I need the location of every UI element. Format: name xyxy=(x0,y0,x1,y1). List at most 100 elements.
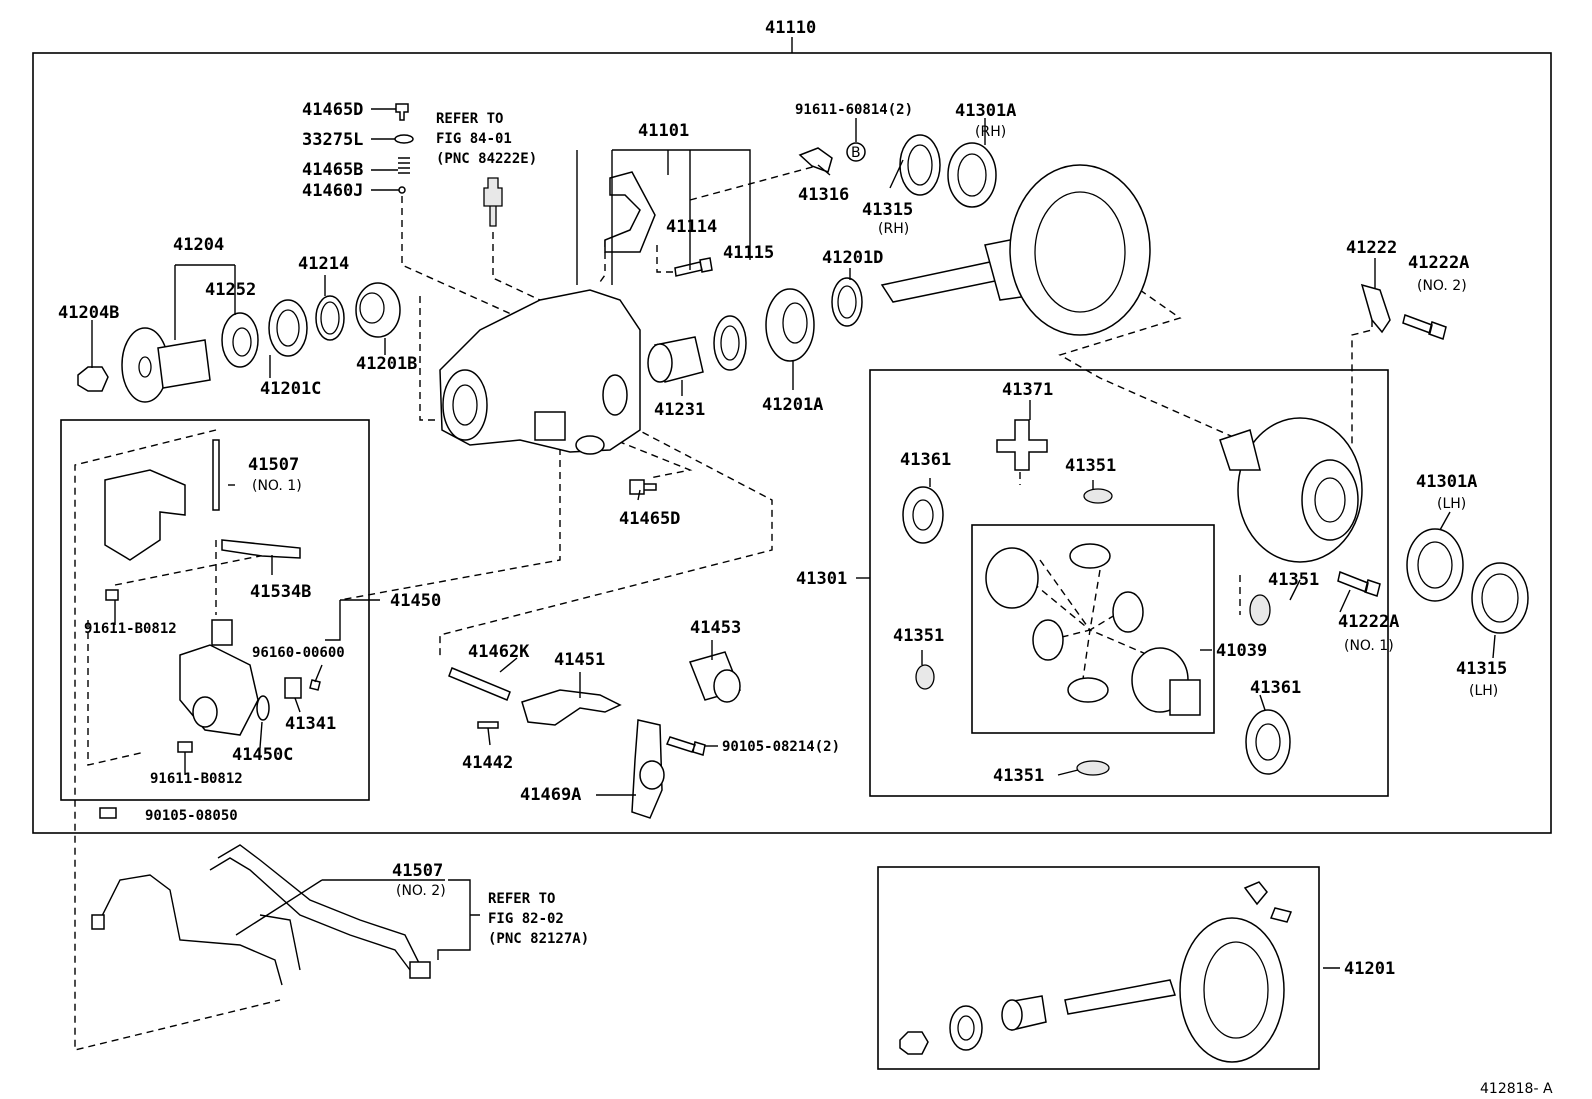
ball-icon xyxy=(398,186,406,194)
label-41371: 41371 xyxy=(1002,380,1053,400)
label-96160-00600: 96160-00600 xyxy=(252,645,345,661)
label-41301A-rh: 41301A xyxy=(955,101,1016,121)
refer-fig84-line2: FIG 84-01 xyxy=(436,131,512,147)
diagram-id: 412818- A xyxy=(1480,1081,1553,1097)
parts-art xyxy=(77,103,1529,1063)
label-41361-b: 41361 xyxy=(1250,678,1301,698)
refer-fig82-line3: (PNC 82127A) xyxy=(488,931,589,947)
label-41101: 41101 xyxy=(638,121,689,141)
bolt-90105-08050-icon xyxy=(99,807,117,819)
label-no2-b: (NO. 2) xyxy=(396,883,446,899)
label-90105-08050: 90105-08050 xyxy=(145,808,238,824)
bracket-icon xyxy=(798,147,833,173)
label-41110: 41110 xyxy=(765,18,816,38)
label-41507-no1: 41507 xyxy=(248,455,299,475)
washer-icon xyxy=(394,134,414,144)
drive-pinion-icon xyxy=(880,261,1002,303)
label-41361-a: 41361 xyxy=(900,450,951,470)
label-41453: 41453 xyxy=(690,618,741,638)
lock-plate-icon xyxy=(1360,283,1391,334)
cross-shaft-icon xyxy=(996,419,1048,471)
label-91611-B0812-b: 91611-B0812 xyxy=(150,771,243,787)
label-41469A: 41469A xyxy=(520,785,581,805)
label-41301: 41301 xyxy=(796,569,847,589)
pinion-gear-icon xyxy=(1069,543,1111,569)
label-41039: 41039 xyxy=(1216,641,1267,661)
bolt-lower-icon xyxy=(177,741,193,753)
label-41315-lh: 41315 xyxy=(1456,659,1507,679)
leader-lines xyxy=(91,108,1496,969)
label-91611-B0812-a: 91611-B0812 xyxy=(84,621,177,637)
label-41114: 41114 xyxy=(666,217,717,237)
label-41450C: 41450C xyxy=(232,745,293,765)
ring-gear-set-pinion-icon xyxy=(1064,979,1176,1015)
label-41204: 41204 xyxy=(173,235,224,255)
spring-icon xyxy=(398,157,410,174)
label-41465D-bottom: 41465D xyxy=(619,509,680,529)
part-number-labels: 41110 41465D 33275L 41465B 41460J REFER … xyxy=(58,18,1553,1097)
sleeve-41341-icon xyxy=(284,677,302,699)
actuator-frame xyxy=(60,419,370,801)
label-41115: 41115 xyxy=(723,243,774,263)
actuator-motor-icon xyxy=(179,644,259,736)
label-41222: 41222 xyxy=(1346,238,1397,258)
label-lh-1: (LH) xyxy=(1437,496,1466,512)
bearing-cap-icon xyxy=(604,171,656,253)
bolt-icon xyxy=(674,257,713,277)
label-no1-b: (NO. 1) xyxy=(1344,638,1394,654)
label-rh-1: (RH) xyxy=(975,124,1006,140)
label-41315-rh: 41315 xyxy=(862,200,913,220)
label-41460J: 41460J xyxy=(302,181,363,201)
carrier-housing-icon xyxy=(439,289,641,453)
label-41201B: 41201B xyxy=(356,354,417,374)
label-41201D: 41201D xyxy=(822,248,883,268)
thrust-washer-c-icon xyxy=(915,664,935,690)
thrust-washer-b-icon xyxy=(1249,594,1271,626)
label-41462K: 41462K xyxy=(468,642,530,662)
label-41465D-top: 41465D xyxy=(302,100,363,120)
label-41341: 41341 xyxy=(285,714,336,734)
label-rh-2: (RH) xyxy=(878,221,909,237)
sensor-switch-icon xyxy=(483,177,503,227)
pinion-gear-frame xyxy=(971,524,1215,734)
key-41442-icon xyxy=(477,721,499,729)
label-no2-a: (NO. 2) xyxy=(1417,278,1467,294)
label-41351-c: 41351 xyxy=(893,626,944,646)
o-ring-icon xyxy=(256,695,270,721)
lock-bolt-no2-icon xyxy=(1402,314,1447,340)
label-90105-08214: 90105-08214(2) xyxy=(722,739,840,755)
label-91611-60814: 91611-60814(2) xyxy=(795,102,913,118)
label-41442: 41442 xyxy=(462,753,513,773)
label-41301A-lh: 41301A xyxy=(1416,472,1477,492)
label-33275L: 33275L xyxy=(302,130,363,150)
label-41222A-no2: 41222A xyxy=(1408,253,1469,273)
label-41351-d: 41351 xyxy=(993,766,1044,786)
label-41231: 41231 xyxy=(654,400,705,420)
pin-no1-icon xyxy=(212,439,220,511)
label-41451: 41451 xyxy=(554,650,605,670)
breather-plug-icon xyxy=(395,103,409,121)
label-41222A-no1: 41222A xyxy=(1338,612,1399,632)
clip-96160-icon xyxy=(309,679,321,691)
bracket-41534b-icon xyxy=(221,539,301,559)
wire-harness-icon xyxy=(99,874,283,986)
side-gear-icon xyxy=(985,547,1039,609)
thrust-washer-a-icon xyxy=(1083,488,1113,504)
label-41204B: 41204B xyxy=(58,303,119,323)
label-41450: 41450 xyxy=(390,591,441,611)
label-41201C: 41201C xyxy=(260,379,321,399)
thrust-washer-d-icon xyxy=(1076,760,1110,776)
label-41351-a: 41351 xyxy=(1065,456,1116,476)
breather-plug-lower-icon xyxy=(629,479,657,495)
bolt-90105-08214-icon xyxy=(665,736,706,756)
shift-fork-icon xyxy=(521,689,622,726)
ring-gear-set-nut-icon xyxy=(899,1031,929,1055)
refer-fig82-line1: REFER TO xyxy=(488,891,555,907)
refer-fig82-line2: FIG 82-02 xyxy=(488,911,564,927)
circle-b: B xyxy=(851,145,861,161)
bolt-b-marker-icon xyxy=(846,142,866,162)
label-41214: 41214 xyxy=(298,254,349,274)
refer-fig84-line3: (PNC 84222E) xyxy=(436,151,537,167)
label-41465B: 41465B xyxy=(302,160,363,180)
